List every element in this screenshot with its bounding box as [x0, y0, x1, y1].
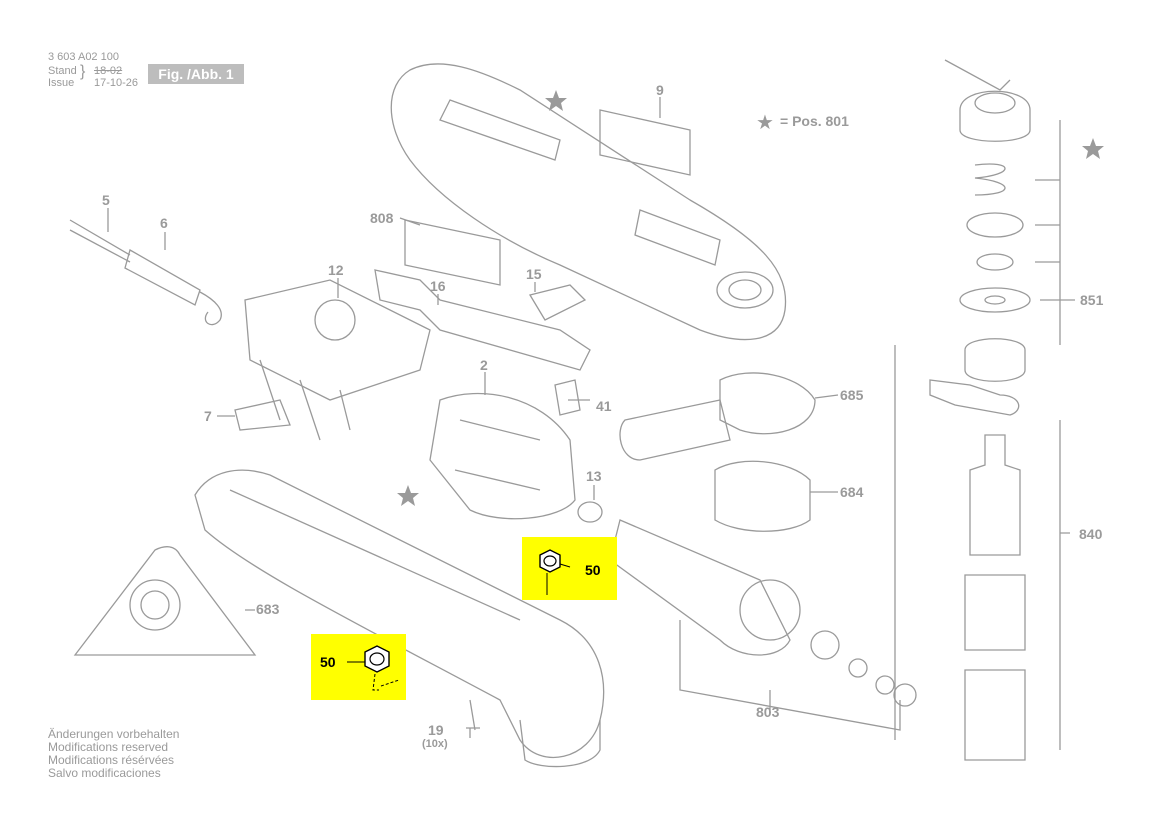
housing-bottom — [194, 469, 605, 759]
hex-nut-icon — [347, 645, 400, 691]
legend-text: = Pos. 801 — [780, 113, 849, 129]
flat-lever — [929, 379, 1020, 416]
sleeve-part — [964, 574, 1026, 651]
part-label-684: 684 — [840, 484, 864, 500]
part-label-12: 12 — [328, 262, 344, 278]
clip-part — [234, 399, 291, 431]
screw-part — [466, 699, 480, 731]
part-label-41: 41 — [596, 398, 612, 414]
part-label-15: 15 — [526, 266, 542, 282]
washer-851 — [959, 287, 1031, 313]
sanding-pad — [73, 546, 257, 656]
highlight-box-nut-upper — [522, 537, 617, 600]
highlight-label-nut-lower: 50 — [320, 654, 336, 670]
highlight-box-nut-lower — [311, 634, 406, 700]
spindle-part — [969, 434, 1021, 556]
star-icon-stack — [1082, 138, 1104, 159]
hex-nut-icon — [539, 549, 571, 595]
part-label-19: 19 — [428, 722, 444, 738]
armature — [609, 519, 791, 656]
part-label-9: 9 — [656, 82, 664, 98]
switch-board — [244, 279, 431, 401]
highlight-label-nut-upper: 50 — [585, 562, 601, 578]
stand-label: Stand — [48, 65, 77, 77]
brace-icon: } — [80, 63, 86, 80]
housing-top — [390, 63, 787, 341]
power-cable — [69, 219, 131, 256]
star-icon: ★ — [756, 112, 774, 134]
collar-part — [964, 669, 1026, 761]
label-film-808 — [404, 219, 501, 286]
part-label-851: 851 — [1080, 292, 1104, 308]
drawing-number: 3 603 A02 100 — [48, 51, 119, 63]
dust-adapter — [719, 372, 816, 435]
cap-part — [959, 90, 1031, 142]
date-old: 18-02 — [94, 65, 123, 77]
part-label-2: 2 — [480, 357, 488, 373]
part-label-5: 5 — [102, 192, 110, 208]
star-icon-top — [545, 90, 567, 111]
field-coil — [429, 392, 576, 520]
part-label-19-qty: (10x) — [422, 738, 448, 750]
bearing-part — [964, 338, 1026, 382]
button-part — [528, 284, 587, 321]
note-es: Salvo modificaciones — [48, 766, 161, 780]
adapter-ring — [714, 460, 811, 532]
figure-label: Fig. /Abb. 1 — [148, 64, 244, 84]
star-icon-housing — [397, 485, 419, 506]
date-new: 17-10-26 — [94, 77, 139, 89]
part-label-808: 808 — [370, 210, 394, 226]
note-de: Änderungen vorbehalten — [48, 727, 180, 741]
cable-sleeve — [124, 249, 201, 306]
label-film-9 — [599, 109, 691, 176]
lever-part — [944, 59, 1011, 91]
note-fr: Modifications résérvées — [48, 753, 175, 767]
note-en: Modifications reserved — [48, 740, 169, 754]
issue-label: Issue — [48, 77, 75, 89]
spring-part — [974, 163, 1006, 196]
ring-part — [966, 212, 1024, 238]
bracket-part — [554, 379, 581, 416]
part-label-7: 7 — [204, 408, 212, 424]
part-label-803: 803 — [756, 704, 780, 720]
part-label-16: 16 — [430, 278, 446, 294]
part-label-685: 685 — [840, 387, 864, 403]
part-label-683: 683 — [256, 601, 280, 617]
part-label-6: 6 — [160, 215, 168, 231]
part-label-840: 840 — [1079, 526, 1103, 542]
part-label-13: 13 — [586, 468, 602, 484]
modification-notes: Änderungen vorbehalten Modifications res… — [48, 728, 179, 780]
slider-part — [374, 269, 591, 371]
